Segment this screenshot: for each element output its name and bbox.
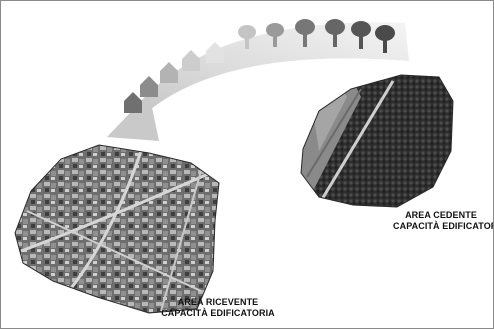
house-icon <box>206 42 224 63</box>
sending-area-map <box>300 74 454 208</box>
sending-area-label: AREA CEDENTE CAPACITÀ EDIFICATORIA <box>393 210 493 232</box>
sending-area-subtitle: CAPACITÀ EDIFICATORIA <box>393 221 493 231</box>
receiving-area-subtitle: CAPACITÀ EDIFICATORIA <box>161 308 275 318</box>
transfer-arrow <box>107 22 409 141</box>
tree-icon <box>295 19 315 47</box>
receiving-area-label: AREA RICEVENTE CAPACITÀ EDIFICATORIA <box>159 297 277 319</box>
tree-icon <box>375 25 395 53</box>
tree-icon <box>351 21 371 49</box>
house-icon <box>124 92 142 113</box>
sending-area-title: AREA CEDENTE <box>405 210 477 220</box>
tree-icon <box>325 19 345 47</box>
house-icon <box>182 50 200 71</box>
house-icons <box>124 42 224 113</box>
tree-icon <box>266 23 284 47</box>
arrow-head <box>107 93 159 141</box>
house-icon <box>160 62 178 83</box>
tree-icons <box>238 19 395 53</box>
receiving-area-map <box>14 144 220 314</box>
house-icon <box>140 76 158 97</box>
tree-icon <box>238 25 256 49</box>
receiving-area-title: AREA RICEVENTE <box>177 297 259 307</box>
